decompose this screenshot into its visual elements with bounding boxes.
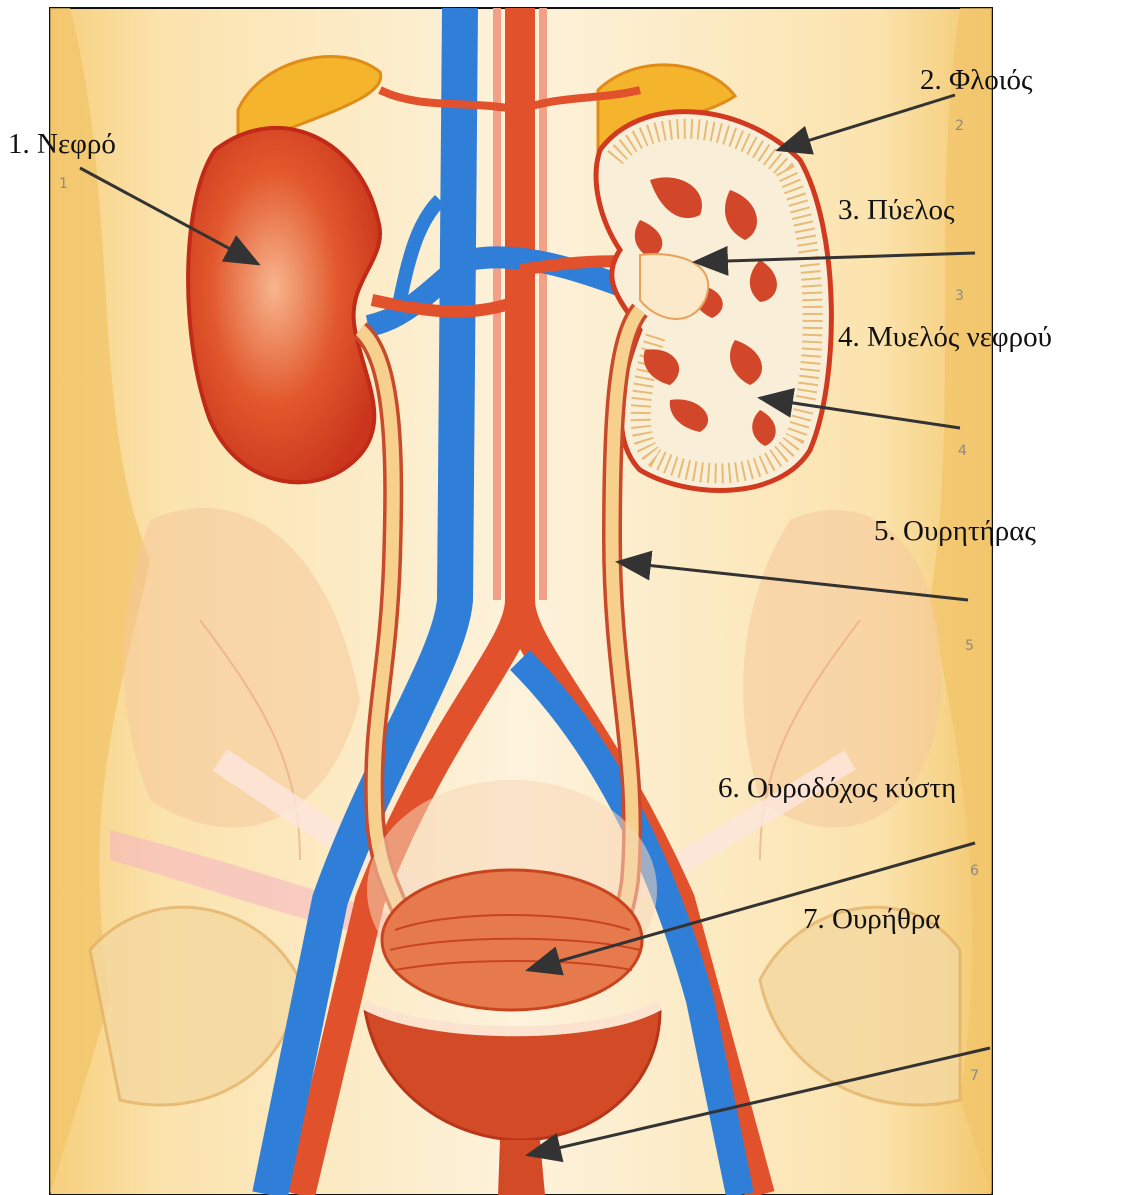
label-medulla: 4. Μυελός νεφρού (838, 323, 1052, 352)
figure-number: 2 (955, 118, 964, 134)
figure-number: 6 (970, 863, 979, 879)
figure-number: 3 (955, 288, 964, 304)
bladder (382, 870, 642, 1010)
label-pelvis: 3. Πύελος (838, 196, 955, 225)
label-urethra: 7. Ουρήθρα (803, 905, 941, 934)
left-kidney (188, 128, 380, 482)
label-kidney: 1. Νεφρό (8, 130, 116, 159)
figure-number: 5 (965, 638, 974, 654)
label-cortex: 2. Φλοιός (920, 66, 1033, 95)
figure-number: 1 (59, 176, 68, 192)
label-ureter: 5. Ουρητήρας (874, 517, 1036, 546)
label-bladder: 6. Ουροδόχος κύστη (718, 774, 956, 803)
urethra (498, 1140, 545, 1195)
figure-number: 7 (970, 1068, 979, 1084)
figure-number: 4 (958, 443, 967, 459)
